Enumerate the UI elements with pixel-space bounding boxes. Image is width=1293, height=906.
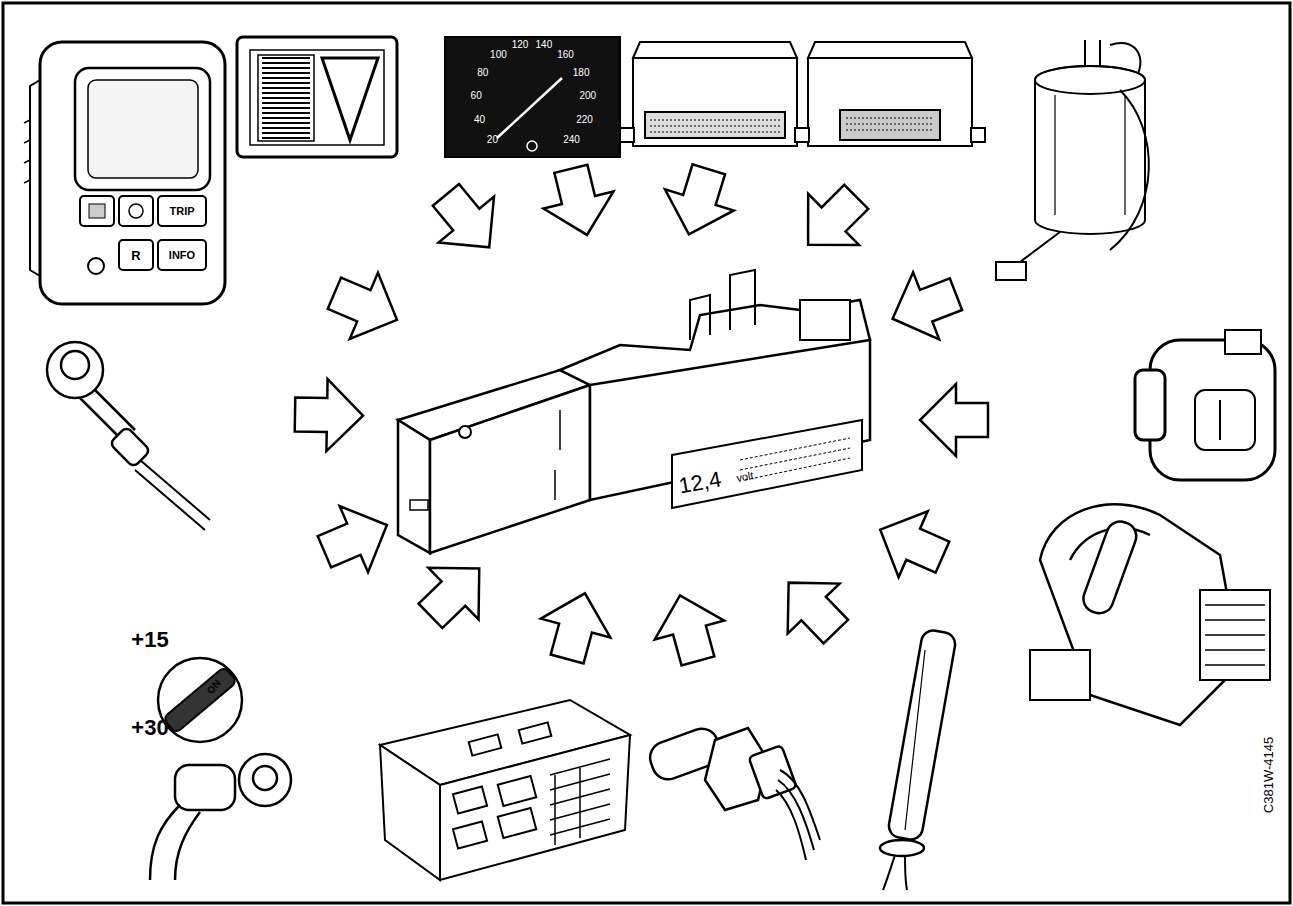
block-arrow (880, 261, 969, 353)
speed-number: 160 (557, 50, 574, 60)
speed-number: 200 (580, 91, 597, 101)
figure-code: C381W-4145 (1262, 737, 1275, 813)
terminal-label: +30 (131, 717, 168, 739)
block-arrow (294, 379, 363, 452)
block-arrow (320, 260, 411, 353)
speed-number: 240 (563, 135, 580, 145)
block-arrow (783, 171, 882, 270)
speed-number: 100 (490, 50, 507, 60)
central-display-unit (398, 270, 870, 553)
speedometer (445, 37, 620, 157)
block-arrow (418, 172, 517, 270)
speed-number: 40 (474, 115, 485, 125)
block-arrow (866, 497, 957, 590)
speed-number: 20 (487, 135, 498, 145)
temperature-sensor (646, 724, 820, 860)
arrow-group (294, 159, 988, 671)
control-unit (620, 42, 810, 146)
speed-number: 120 (512, 40, 529, 50)
electrical-connector (1135, 330, 1275, 480)
block-arrow (532, 584, 619, 668)
battery-terminal (150, 754, 291, 880)
block-arrow (920, 384, 988, 456)
control-unit (795, 42, 985, 146)
fuel-pump (996, 40, 1149, 280)
speed-number: 180 (573, 68, 590, 78)
button-label: TRIP (169, 206, 194, 217)
speed-number: 80 (477, 68, 488, 78)
button-label: R (131, 249, 140, 262)
frame (3, 3, 1290, 903)
block-arrow (654, 159, 743, 245)
throttle-sensor (1030, 504, 1270, 725)
ring-terminal (47, 342, 210, 530)
control-panel (380, 700, 630, 880)
block-arrow (763, 558, 862, 657)
block-arrow (310, 492, 401, 585)
block-arrow (536, 160, 622, 243)
terminal-label: +15 (131, 629, 168, 651)
level-sensor-rod (880, 629, 957, 890)
speed-number: 60 (471, 91, 482, 101)
block-arrow (405, 543, 504, 642)
block-arrow (645, 586, 732, 671)
speed-number: 220 (576, 115, 593, 125)
info-panel (24, 42, 225, 304)
level-indicator (237, 37, 397, 157)
button-label: INFO (169, 250, 195, 261)
ignition-switch (158, 658, 242, 742)
speed-number: 140 (536, 40, 553, 50)
